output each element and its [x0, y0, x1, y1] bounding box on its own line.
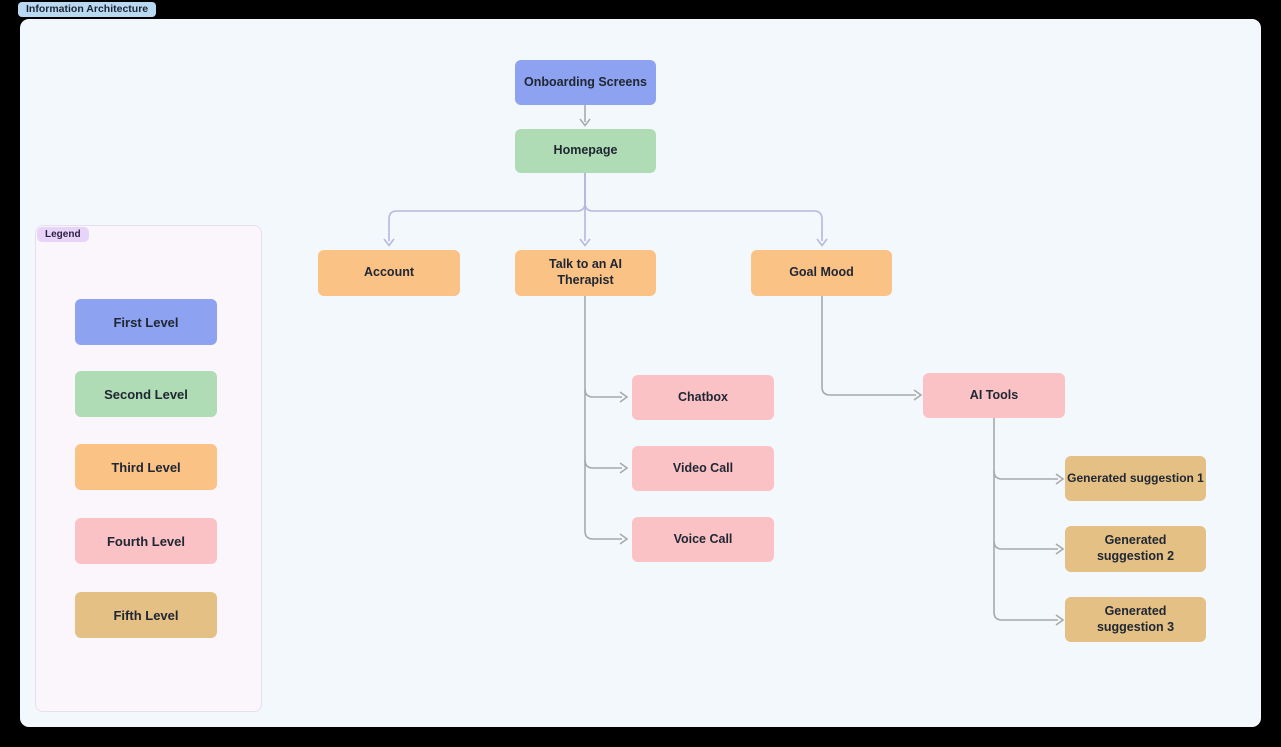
diagram-canvas: Onboarding Screens Homepage Account Talk… — [20, 19, 1261, 727]
node-voice-call[interactable]: Voice Call — [632, 517, 774, 562]
edge-talk-video-call — [584, 459, 622, 469]
arrowhead-down-icon — [579, 118, 591, 127]
edge-ai-tools-suggestion-2 — [993, 540, 1058, 550]
canvas-section-tab[interactable]: Information Architecture — [18, 2, 157, 17]
node-talk-to-ai-therapist[interactable]: Talk to an AI Therapist — [515, 250, 656, 296]
edge-goal-mood-ai-tools — [821, 296, 923, 401]
node-label: Onboarding Screens — [524, 74, 647, 89]
node-label: AI Tools — [969, 387, 1019, 402]
legend-item-label: Fifth Level — [113, 607, 179, 623]
edges-talk-children — [584, 296, 629, 545]
arrowhead-right-icon — [619, 462, 629, 474]
node-label: Voice Call — [673, 531, 733, 546]
node-generated-suggestion-1[interactable]: Generated suggestion 1 — [1065, 456, 1206, 501]
node-onboarding-screens[interactable]: Onboarding Screens — [515, 60, 656, 105]
connector-layer — [383, 105, 1065, 626]
arrowhead-right-icon — [619, 533, 629, 545]
node-label: Generated suggestion 3 — [1096, 603, 1175, 634]
arrowhead-down-icon — [579, 238, 591, 247]
legend-item-fourth-level[interactable]: Fourth Level — [75, 518, 217, 564]
node-account[interactable]: Account — [318, 250, 460, 296]
node-label: Generated suggestion 2 — [1096, 533, 1175, 563]
edge-ai-tools-suggestion-3 — [993, 611, 1058, 621]
legend-item-fifth-level[interactable]: Fifth Level — [75, 592, 217, 638]
legend-item-label: Fourth Level — [106, 533, 185, 549]
node-label: Talk to an AI Therapist — [549, 257, 622, 287]
legend-item-first-level[interactable]: First Level — [75, 299, 217, 345]
legend-section-tab[interactable]: Legend — [37, 227, 89, 242]
arrowhead-right-icon — [1055, 614, 1065, 626]
edges-homepage-children — [383, 173, 828, 247]
node-video-call[interactable]: Video Call — [632, 446, 774, 491]
node-generated-suggestion-2[interactable]: Generated suggestion 2 — [1065, 526, 1206, 572]
node-label: Homepage — [553, 143, 618, 158]
edge-talk-chatbox — [584, 388, 622, 398]
edges-ai-tools-children — [993, 418, 1065, 626]
legend-item-label: Second Level — [104, 386, 188, 402]
node-homepage[interactable]: Homepage — [515, 129, 656, 173]
legend-item-label: First Level — [113, 314, 179, 330]
node-chatbox[interactable]: Chatbox — [632, 375, 774, 420]
legend-item-third-level[interactable]: Third Level — [75, 444, 217, 490]
edge-onboarding-homepage — [579, 105, 591, 127]
arrowhead-down-icon — [816, 238, 828, 247]
legend-item-second-level[interactable]: Second Level — [75, 371, 217, 417]
edge-ai-tools-suggestion-1 — [993, 470, 1058, 480]
arrowhead-down-icon — [383, 238, 395, 247]
node-label: Generated suggestion 1 — [1067, 471, 1204, 485]
legend-item-label: Third Level — [111, 459, 181, 475]
edge-line — [821, 296, 916, 396]
node-label: Video Call — [672, 460, 734, 475]
node-label: Chatbox — [678, 389, 728, 404]
node-ai-tools[interactable]: AI Tools — [923, 373, 1065, 418]
node-generated-suggestion-3[interactable]: Generated suggestion 3 — [1065, 597, 1206, 642]
arrowhead-right-icon — [1055, 473, 1065, 485]
edge-homepage-goal-mood — [584, 173, 823, 241]
legend-panel: Legend First Level Second Level Third Le… — [35, 225, 262, 712]
edge-homepage-account — [388, 173, 586, 241]
edge-talk-voice-call — [584, 530, 622, 540]
arrowhead-right-icon — [913, 389, 923, 401]
node-label: Goal Mood — [789, 265, 854, 280]
arrowhead-right-icon — [1055, 543, 1065, 555]
arrowhead-right-icon — [619, 391, 629, 403]
node-goal-mood[interactable]: Goal Mood — [751, 250, 892, 296]
node-label: Account — [364, 265, 414, 280]
